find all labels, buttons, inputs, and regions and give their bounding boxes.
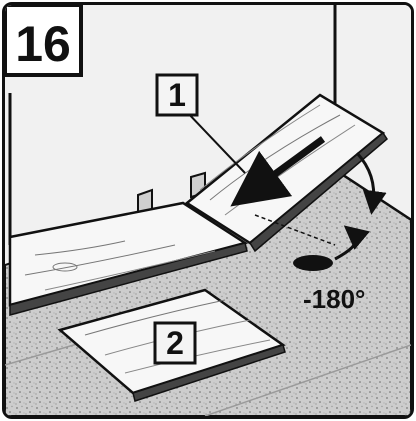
callout-label-1: 1 <box>168 77 186 113</box>
rotation-arrow-icon <box>293 225 370 271</box>
lower-plank-arrow <box>355 151 387 215</box>
callout-box-2: 2 <box>153 321 197 365</box>
installation-illustration: 16 1 2 -180° <box>5 5 411 416</box>
push-direction-arrow <box>230 136 326 207</box>
callout-label-2: 2 <box>166 325 184 361</box>
step-number: 16 <box>15 16 71 72</box>
step-number-badge: 16 <box>5 5 83 77</box>
rotation-angle-label: -180° <box>303 284 365 314</box>
callout-1-leader <box>184 109 246 174</box>
callout-box-1: 1 <box>155 73 199 117</box>
installed-plank-row <box>8 201 249 316</box>
